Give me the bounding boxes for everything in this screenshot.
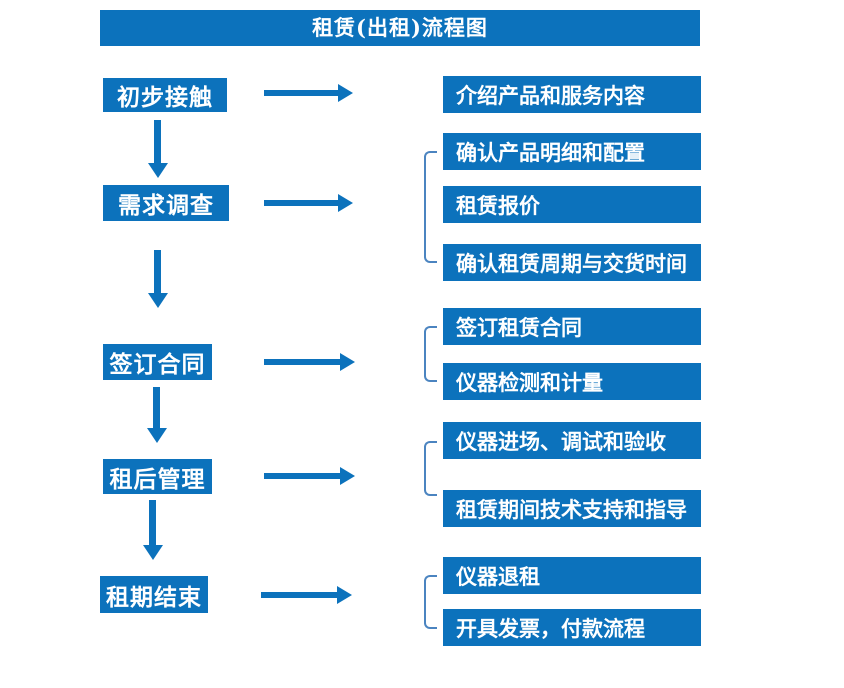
step-box-demand-survey: 需求调查	[103, 185, 229, 221]
output-box-rental-quote: 租赁报价	[443, 186, 701, 223]
arrow-right-step2-icon	[264, 200, 338, 206]
bracket-step4-outputs	[424, 441, 437, 496]
output-box-instrument-setup-acceptance: 仪器进场、调试和验收	[443, 422, 701, 459]
step-box-initial-contact: 初步接触	[103, 78, 227, 112]
arrow-right-step5-icon	[261, 592, 337, 598]
arrow-right-step3-icon	[264, 359, 340, 365]
arrow-right-step4-icon	[264, 473, 340, 479]
output-box-confirm-details-config: 确认产品明细和配置	[443, 133, 701, 170]
output-box-confirm-period-delivery: 确认租赁周期与交货时间	[443, 244, 701, 281]
step-box-sign-contract: 签订合同	[103, 344, 212, 380]
bracket-step3-outputs	[424, 326, 437, 382]
arrow-down-step1-step2-icon	[154, 120, 161, 163]
bracket-step5-outputs	[424, 575, 437, 629]
bracket-step2-outputs	[424, 151, 437, 263]
output-box-introduce-products: 介绍产品和服务内容	[443, 76, 701, 113]
arrow-down-step3-step4-icon	[153, 387, 160, 428]
step-box-post-rental-management: 租后管理	[103, 459, 212, 494]
arrow-down-step4-step5-icon	[149, 500, 156, 545]
output-box-instrument-return: 仪器退租	[443, 557, 701, 594]
arrow-down-step2-step3-icon	[154, 250, 161, 293]
output-box-sign-rental-contract: 签订租赁合同	[443, 308, 701, 345]
output-box-technical-support: 租赁期间技术支持和指导	[443, 490, 701, 527]
flowchart-title: 租赁(出租)流程图	[100, 10, 700, 46]
arrow-right-step1-icon	[264, 90, 338, 96]
output-box-invoice-payment: 开具发票，付款流程	[443, 609, 701, 646]
output-box-instrument-testing: 仪器检测和计量	[443, 363, 701, 400]
step-box-rental-end: 租期结束	[100, 576, 208, 613]
